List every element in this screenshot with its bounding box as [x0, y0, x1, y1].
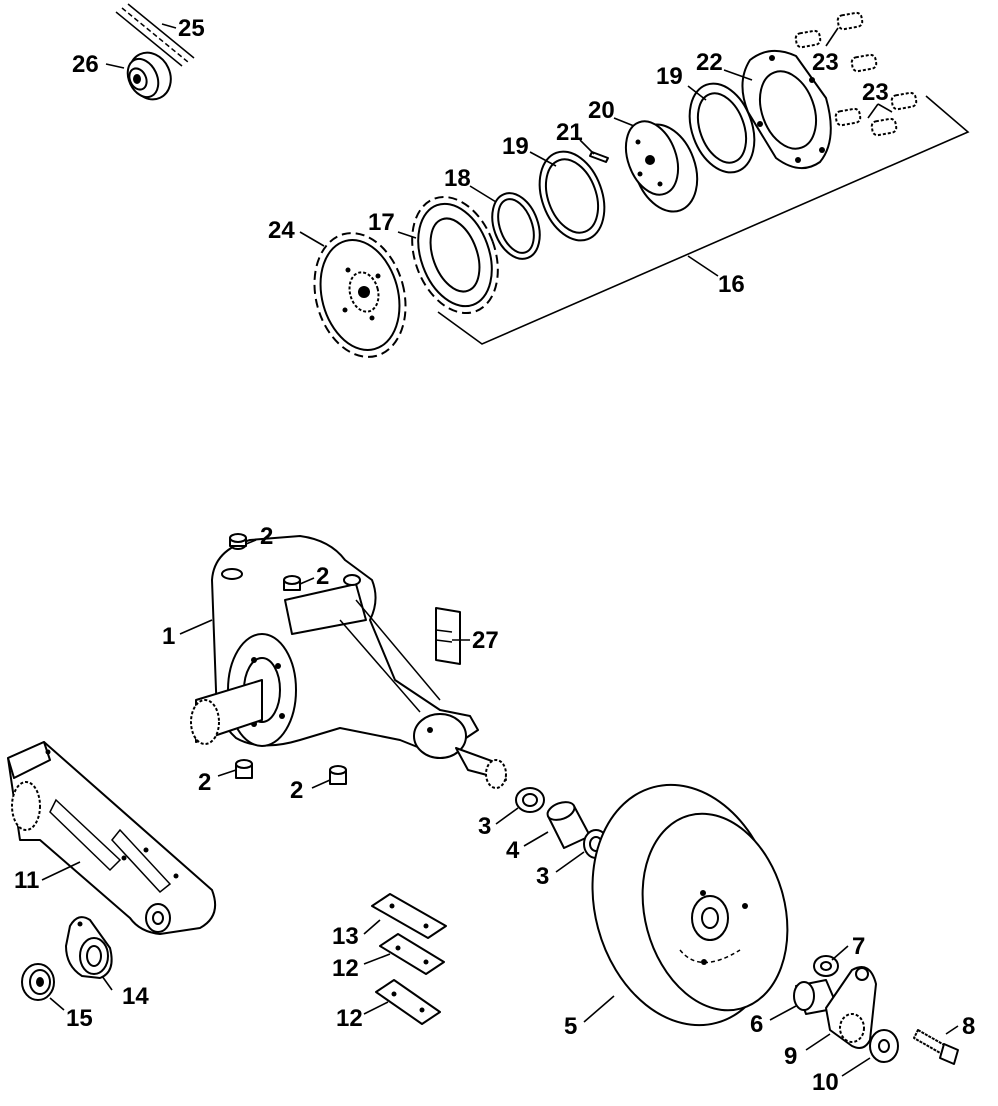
- callout-4: 4: [506, 837, 520, 864]
- callout-16: 16: [718, 271, 745, 298]
- spacer-part-4: [546, 801, 591, 849]
- pressure-plate-part-22: [741, 49, 832, 169]
- ring-part-18: [491, 192, 541, 260]
- callout-2a: 2: [260, 523, 273, 550]
- bearing-part-26: [126, 51, 172, 101]
- assembly-bracket-16: [437, 95, 970, 345]
- shim-part-13: [371, 893, 447, 939]
- wheel-part-5: [591, 783, 789, 1027]
- callout-1: 1: [162, 623, 175, 650]
- callout-8: 8: [962, 1013, 975, 1040]
- plug-part-2d: [329, 765, 347, 785]
- callout-25: 25: [178, 15, 205, 42]
- callout-20: 20: [588, 97, 615, 124]
- callout-14: 14: [122, 983, 149, 1010]
- callout-19b: 19: [656, 63, 683, 90]
- callout-21: 21: [556, 119, 583, 146]
- sprocket-part-24: [313, 232, 407, 358]
- callout-22: 22: [696, 49, 723, 76]
- washer-part-10: [869, 1029, 899, 1063]
- plug-part-2c: [235, 759, 253, 779]
- gearbox-housing-part-1: [190, 535, 507, 789]
- callout-3a: 3: [478, 813, 491, 840]
- callout-27: 27: [472, 627, 499, 654]
- bearing-part-3a: [515, 787, 545, 813]
- friction-sprocket-part-17: [411, 195, 499, 315]
- leader-lines: [41, 23, 959, 1077]
- callout-23b: 23: [862, 79, 889, 106]
- callout-10: 10: [812, 1069, 839, 1096]
- arm-part-11: [7, 741, 216, 935]
- callout-12b: 12: [336, 1005, 363, 1032]
- hub-part-20: [624, 120, 699, 213]
- shim-part-27: [435, 607, 461, 665]
- callout-11: 11: [14, 867, 39, 894]
- callout-18: 18: [444, 165, 471, 192]
- friction-disc-part-19a: [538, 150, 606, 242]
- shim-part-12a: [379, 933, 445, 975]
- callout-2b: 2: [316, 563, 329, 590]
- cam-part-14: [65, 916, 113, 979]
- callout-9: 9: [784, 1043, 797, 1070]
- shim-part-12b: [375, 979, 441, 1025]
- callout-13: 13: [332, 923, 359, 950]
- callout-15: 15: [66, 1005, 93, 1032]
- callout-3b: 3: [536, 863, 549, 890]
- pin-part-21: [589, 151, 609, 163]
- callout-23a: 23: [812, 49, 839, 76]
- chain-part-25: [115, 3, 195, 67]
- bracket-part-9: [825, 966, 877, 1049]
- callout-12a: 12: [332, 955, 359, 982]
- bearing-part-15: [21, 963, 55, 1001]
- callout-24: 24: [268, 217, 295, 244]
- bolt-part-8: [913, 1029, 959, 1065]
- callout-2c: 2: [198, 769, 211, 796]
- callout-17: 17: [368, 209, 395, 236]
- friction-disc-part-19b: [688, 82, 756, 174]
- bushing-part-7: [813, 955, 839, 977]
- callout-2d: 2: [290, 777, 303, 804]
- callout-6: 6: [750, 1011, 763, 1038]
- callout-5: 5: [564, 1013, 577, 1040]
- plug-part-2b: [283, 575, 301, 591]
- callout-19a: 19: [502, 133, 529, 160]
- callout-7: 7: [852, 933, 865, 960]
- plug-part-2a: [229, 533, 247, 550]
- callout-26: 26: [72, 51, 99, 78]
- springs-part-23: [794, 11, 918, 137]
